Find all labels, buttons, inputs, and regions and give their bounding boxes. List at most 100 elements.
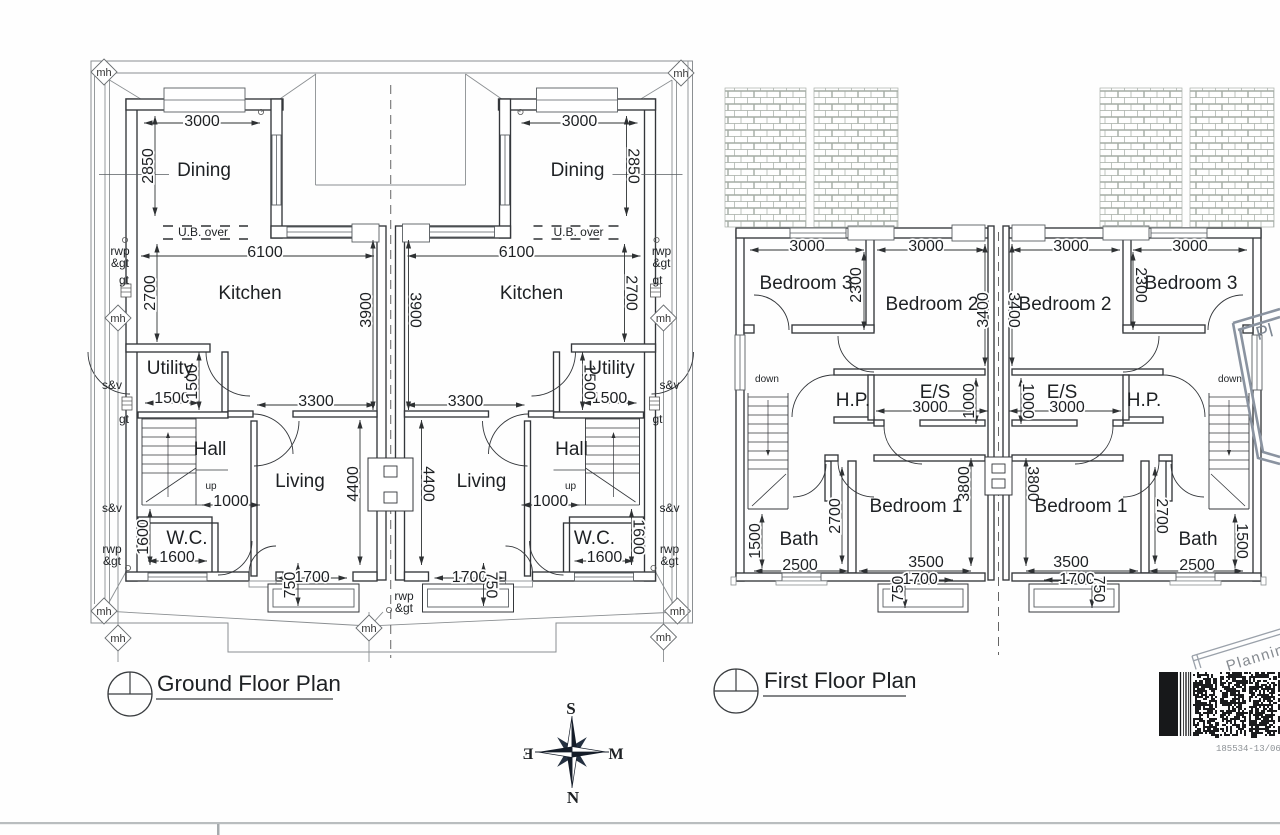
svg-text:Bath: Bath [1178,529,1217,550]
svg-text:1500: 1500 [184,364,201,400]
svg-text:1600: 1600 [135,519,152,555]
svg-text:1600: 1600 [630,519,647,555]
svg-text:Bedroom 1: Bedroom 1 [1035,496,1128,517]
svg-text:up: up [565,481,577,492]
svg-text:1500: 1500 [1233,523,1250,559]
svg-text:Ground Floor Plan: Ground Floor Plan [157,671,341,696]
svg-text:rwp: rwp [110,244,130,258]
svg-text:s&v: s&v [102,378,122,392]
svg-text:4400: 4400 [420,466,437,502]
svg-text:U.B. over: U.B. over [553,225,603,239]
svg-text:6100: 6100 [247,244,283,261]
svg-text:3500: 3500 [1053,554,1089,571]
svg-text:mh: mh [361,623,376,635]
svg-text:3000: 3000 [1049,399,1085,416]
svg-text:mh: mh [96,606,111,618]
svg-text:Hall: Hall [555,439,588,460]
svg-text:Bedroom 1: Bedroom 1 [870,496,963,517]
svg-text:3000: 3000 [562,113,598,130]
svg-text:W.C.: W.C. [574,528,615,549]
svg-text:1500: 1500 [154,390,190,407]
svg-text:mh: mh [656,313,671,325]
svg-text:Kitchen: Kitchen [218,283,281,304]
svg-text:Kitchen: Kitchen [500,283,563,304]
svg-text:750: 750 [890,576,907,603]
svg-text:2500: 2500 [782,557,818,574]
svg-text:&gt: &gt [395,601,414,615]
svg-text:E/S: E/S [920,382,951,403]
svg-text:M: M [608,746,623,763]
svg-text:U.B. over: U.B. over [178,225,228,239]
svg-text:gt: gt [119,412,130,426]
svg-text:3300: 3300 [448,393,484,410]
svg-text:&gt: &gt [103,554,122,568]
svg-text:1600: 1600 [159,549,195,566]
svg-text:Hall: Hall [194,439,227,460]
svg-text:s&v: s&v [102,501,122,515]
svg-text:3300: 3300 [298,393,334,410]
svg-text:3000: 3000 [912,399,948,416]
svg-text:6100: 6100 [499,244,535,261]
svg-text:Bedroom 3: Bedroom 3 [1145,273,1238,294]
svg-text:&gt: &gt [111,256,130,270]
svg-text:gt: gt [119,273,130,287]
svg-text:mh: mh [110,633,125,645]
svg-text:1000: 1000 [961,383,978,419]
svg-text:2700: 2700 [1153,498,1170,534]
svg-text:3000: 3000 [908,238,944,255]
svg-text:s&v: s&v [659,501,679,515]
svg-text:mh: mh [96,67,111,79]
svg-text:2700: 2700 [142,275,159,311]
svg-text:2700: 2700 [827,498,844,534]
svg-text:up: up [205,481,217,492]
svg-text:Bedroom 3: Bedroom 3 [760,273,853,294]
svg-text:Pl: Pl [1254,320,1276,345]
svg-text:mh: mh [673,68,688,80]
svg-text:3400: 3400 [1005,292,1022,328]
svg-text:1700: 1700 [294,569,330,586]
svg-text:s&v: s&v [659,378,679,392]
svg-text:E: E [523,746,534,763]
svg-text:rwp: rwp [660,542,680,556]
svg-text:2700: 2700 [623,275,640,311]
svg-text:1000: 1000 [533,493,569,510]
svg-text:gt: gt [652,273,663,287]
svg-text:1700: 1700 [452,569,488,586]
svg-text:3900: 3900 [407,292,424,328]
svg-text:mh: mh [670,606,685,618]
svg-text:3800: 3800 [1024,466,1041,502]
svg-text:1700: 1700 [902,571,938,588]
svg-text:H.P.: H.P. [836,390,871,411]
svg-text:1000: 1000 [1019,383,1036,419]
svg-text:Bath: Bath [779,529,818,550]
svg-text:down: down [1218,374,1242,385]
svg-text:2500: 2500 [1179,557,1215,574]
svg-text:3000: 3000 [1172,238,1208,255]
svg-text:1500: 1500 [592,390,628,407]
svg-text:1700: 1700 [1059,571,1095,588]
svg-text:4400: 4400 [345,466,362,502]
svg-text:Utility: Utility [588,358,635,379]
svg-text:Living: Living [275,471,325,492]
svg-text:&gt: &gt [652,256,671,270]
svg-text:rwp: rwp [102,542,122,556]
svg-text:Dining: Dining [177,160,231,181]
svg-text:E/S: E/S [1047,382,1078,403]
svg-text:gt: gt [652,412,663,426]
svg-text:mh: mh [110,313,125,325]
svg-text:Utility: Utility [147,358,194,379]
svg-text:1600: 1600 [587,549,623,566]
svg-text:&gt: &gt [660,554,679,568]
svg-text:2300: 2300 [848,267,865,303]
svg-text:W.C.: W.C. [166,528,207,549]
svg-text:3400: 3400 [975,292,992,328]
svg-text:Bedroom 2: Bedroom 2 [886,294,979,315]
svg-text:S: S [566,699,575,718]
svg-text:3000: 3000 [184,113,220,130]
svg-text:Living: Living [457,471,507,492]
svg-text:mh: mh [656,632,671,644]
svg-text:Bedroom 2: Bedroom 2 [1019,294,1112,315]
svg-text:down: down [755,374,779,385]
svg-text:3000: 3000 [789,238,825,255]
svg-text:Dining: Dining [551,160,605,181]
